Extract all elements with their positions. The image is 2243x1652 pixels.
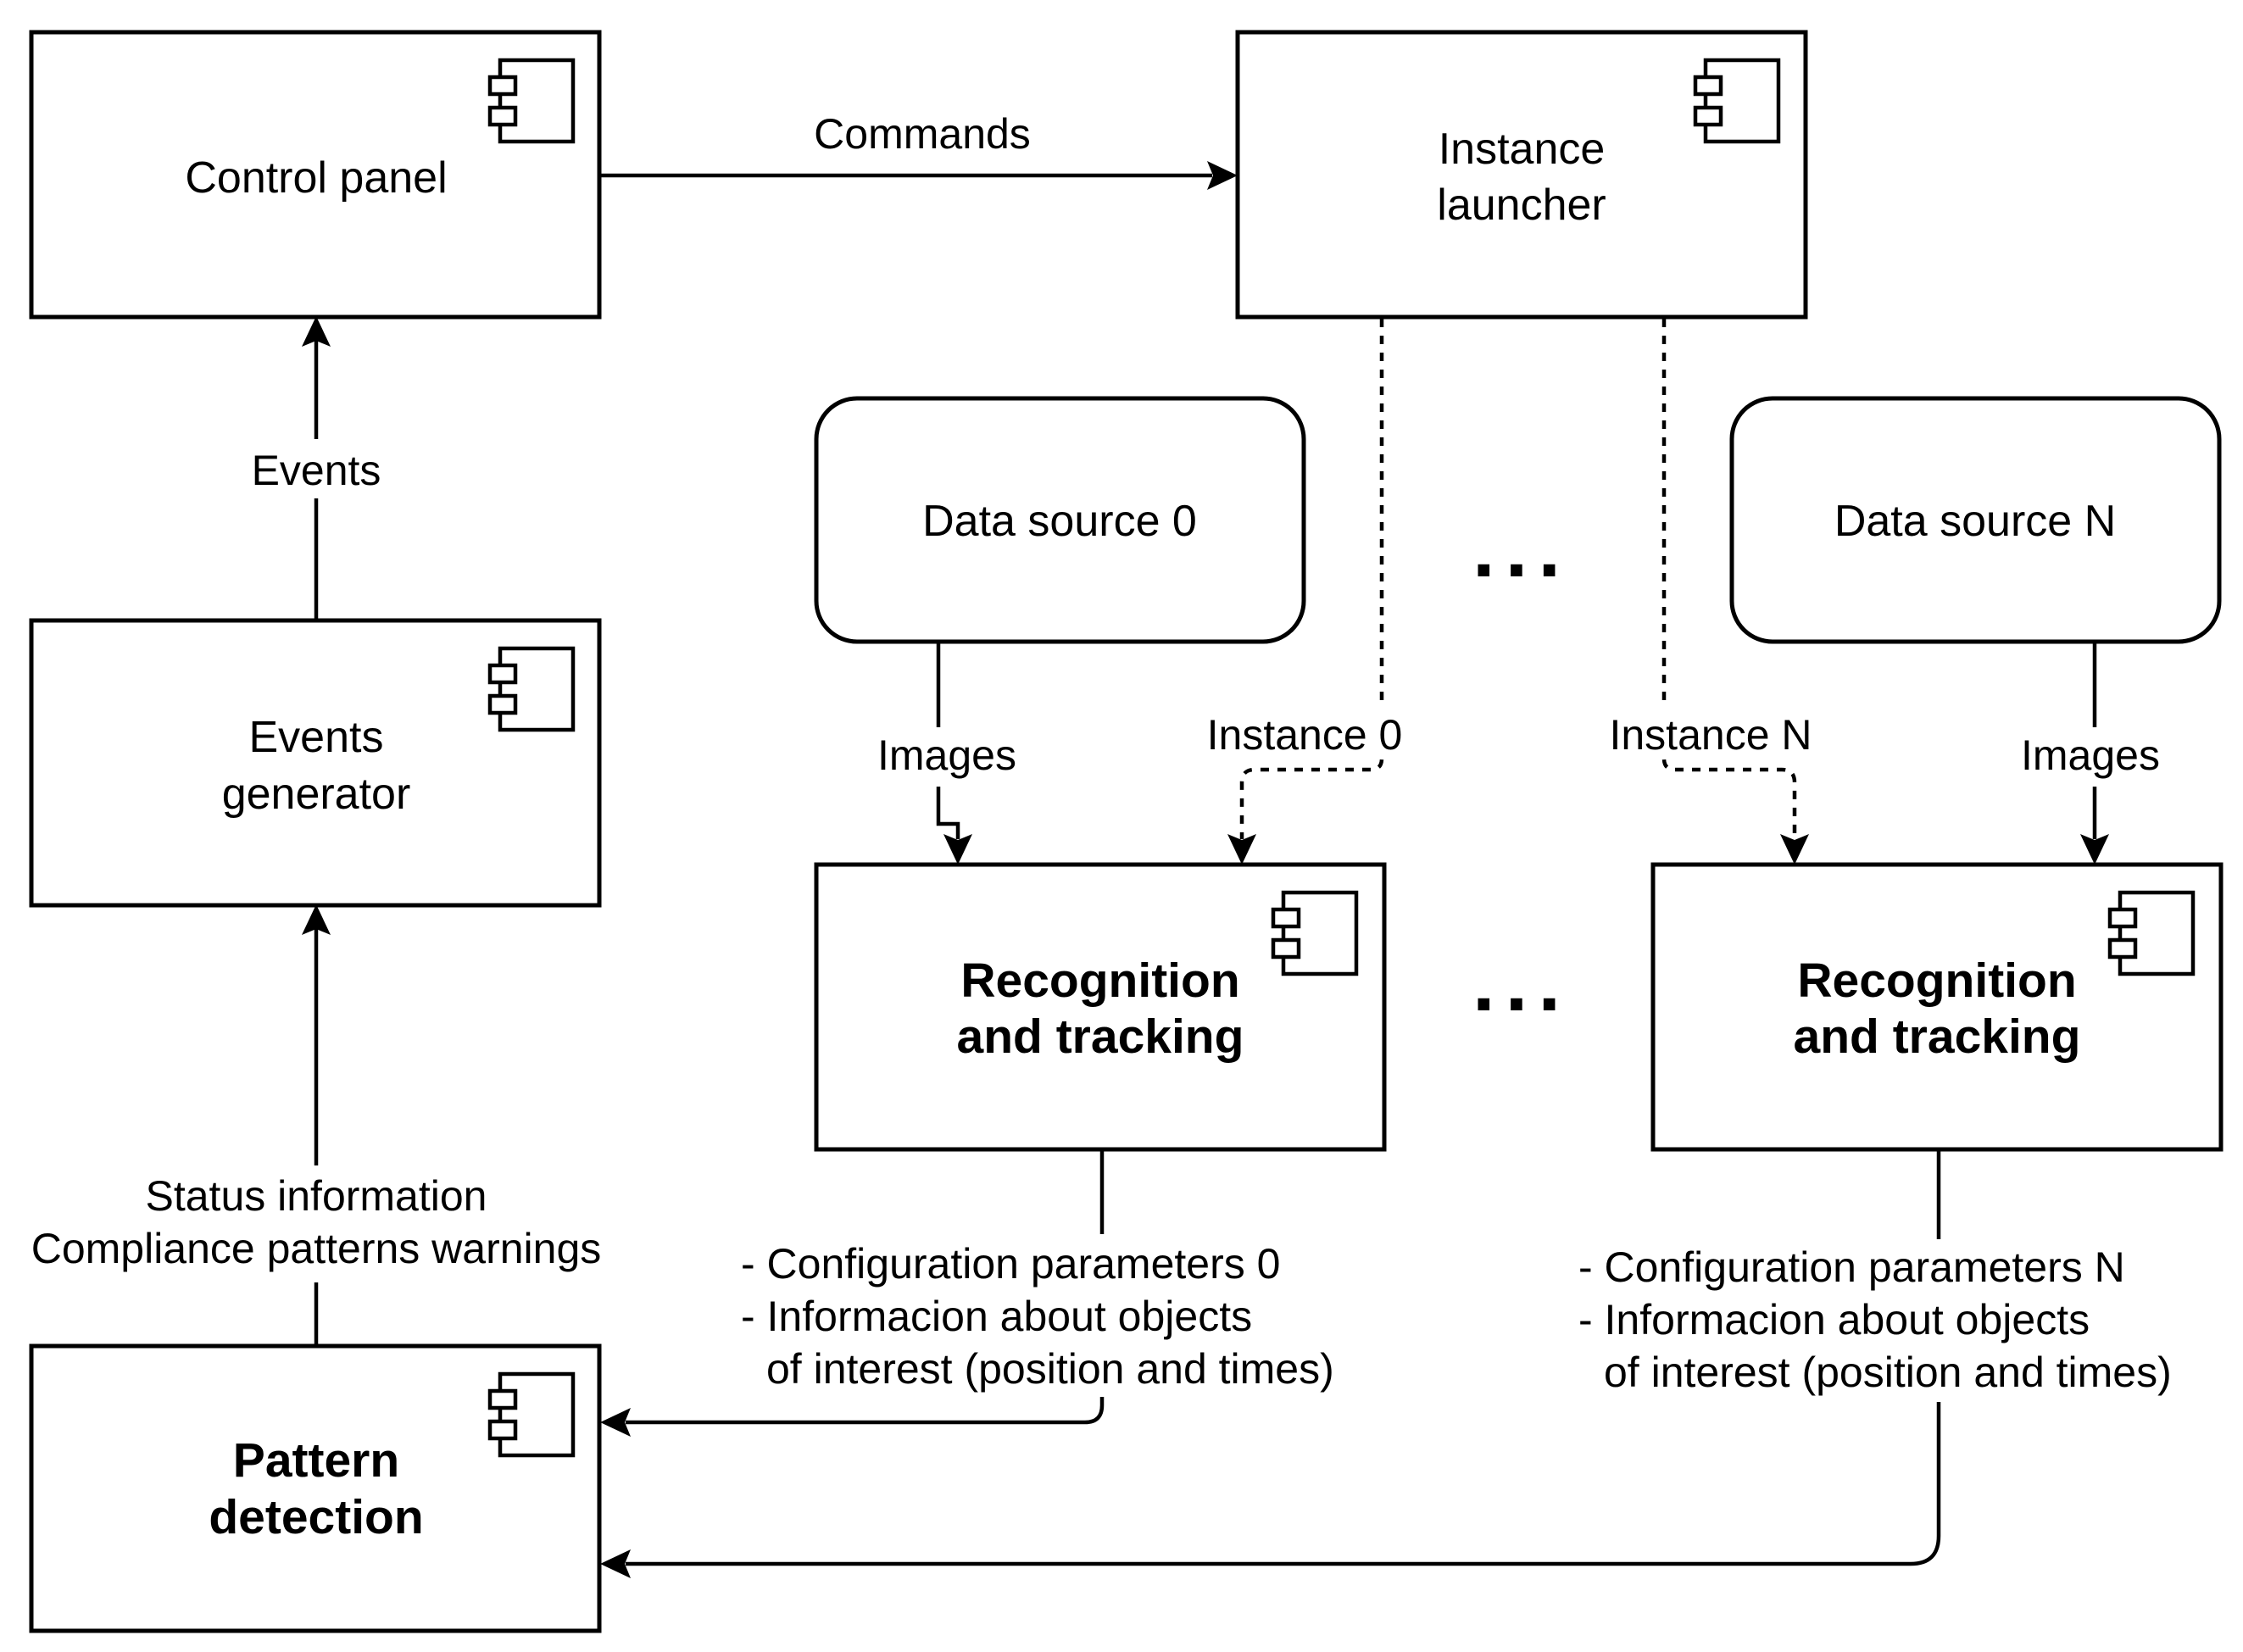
recognition-0-line1: Recognition [960, 954, 1239, 1008]
events-label: Events [252, 447, 381, 494]
instance-launcher-line2: launcher [1437, 181, 1606, 230]
instance-0-label: Instance 0 [1207, 711, 1403, 759]
images-n-label: Images [2021, 731, 2160, 779]
node-events-generator[interactable]: Events generator [29, 618, 602, 908]
component-icon [2110, 893, 2193, 974]
config-0-line2: - Informacion about objects [741, 1293, 1252, 1340]
node-data-source-0[interactable]: Data source 0 [814, 396, 1306, 644]
data-source-0-label: Data source 0 [922, 497, 1197, 546]
component-icon [1273, 893, 1356, 974]
edge-config-0 [600, 1151, 1105, 1437]
recognition-n-line1: Recognition [1797, 954, 2076, 1008]
instance-n-label: Instance N [1609, 711, 1812, 759]
ellipsis-data-sources: ... [1472, 503, 1571, 594]
node-data-source-n[interactable]: Data source N [1729, 396, 2222, 644]
commands-label: Commands [814, 110, 1031, 158]
node-control-panel[interactable]: Control panel [29, 30, 602, 320]
node-pattern-detection[interactable]: Pattern detection [29, 1343, 602, 1633]
events-generator-line2: generator [222, 770, 411, 819]
images-0-label: Images [877, 731, 1016, 779]
component-icon [1695, 60, 1778, 142]
config-n-line2: - Informacion about objects [1578, 1296, 2090, 1343]
node-recognition-0[interactable]: Recognition and tracking [814, 862, 1387, 1152]
node-instance-launcher[interactable]: Instance launcher [1235, 30, 1808, 320]
config-n-line1: - Configuration parameters N [1578, 1243, 2125, 1291]
component-icon [490, 1374, 573, 1455]
control-panel-label: Control panel [185, 153, 447, 203]
config-0-line3: of interest (position and times) [766, 1345, 1334, 1393]
data-source-n-label: Data source N [1834, 497, 2116, 546]
instance-launcher-line1: Instance [1439, 125, 1606, 174]
edge-instance-0 [1227, 319, 1384, 865]
status-label-line2: Compliance patterns warnings [31, 1225, 602, 1272]
recognition-0-line2: and tracking [957, 1010, 1244, 1064]
config-0-line1: - Configuration parameters 0 [741, 1240, 1280, 1288]
status-label-line1: Status information [146, 1172, 487, 1220]
component-icon [490, 60, 573, 142]
config-n-line3: of interest (position and times) [1604, 1349, 2172, 1396]
pattern-detection-line1: Pattern [233, 1433, 399, 1488]
edge-config-n [600, 1151, 1941, 1578]
pattern-detection-line2: detection [209, 1490, 423, 1544]
ellipsis-recognition: ... [1472, 937, 1571, 1028]
node-recognition-n[interactable]: Recognition and tracking [1650, 862, 2224, 1152]
recognition-n-line2: and tracking [1794, 1010, 2081, 1064]
component-icon [490, 648, 573, 730]
events-generator-line1: Events [249, 713, 384, 762]
edge-instance-n [1661, 319, 1809, 865]
edge-commands [599, 161, 1238, 190]
